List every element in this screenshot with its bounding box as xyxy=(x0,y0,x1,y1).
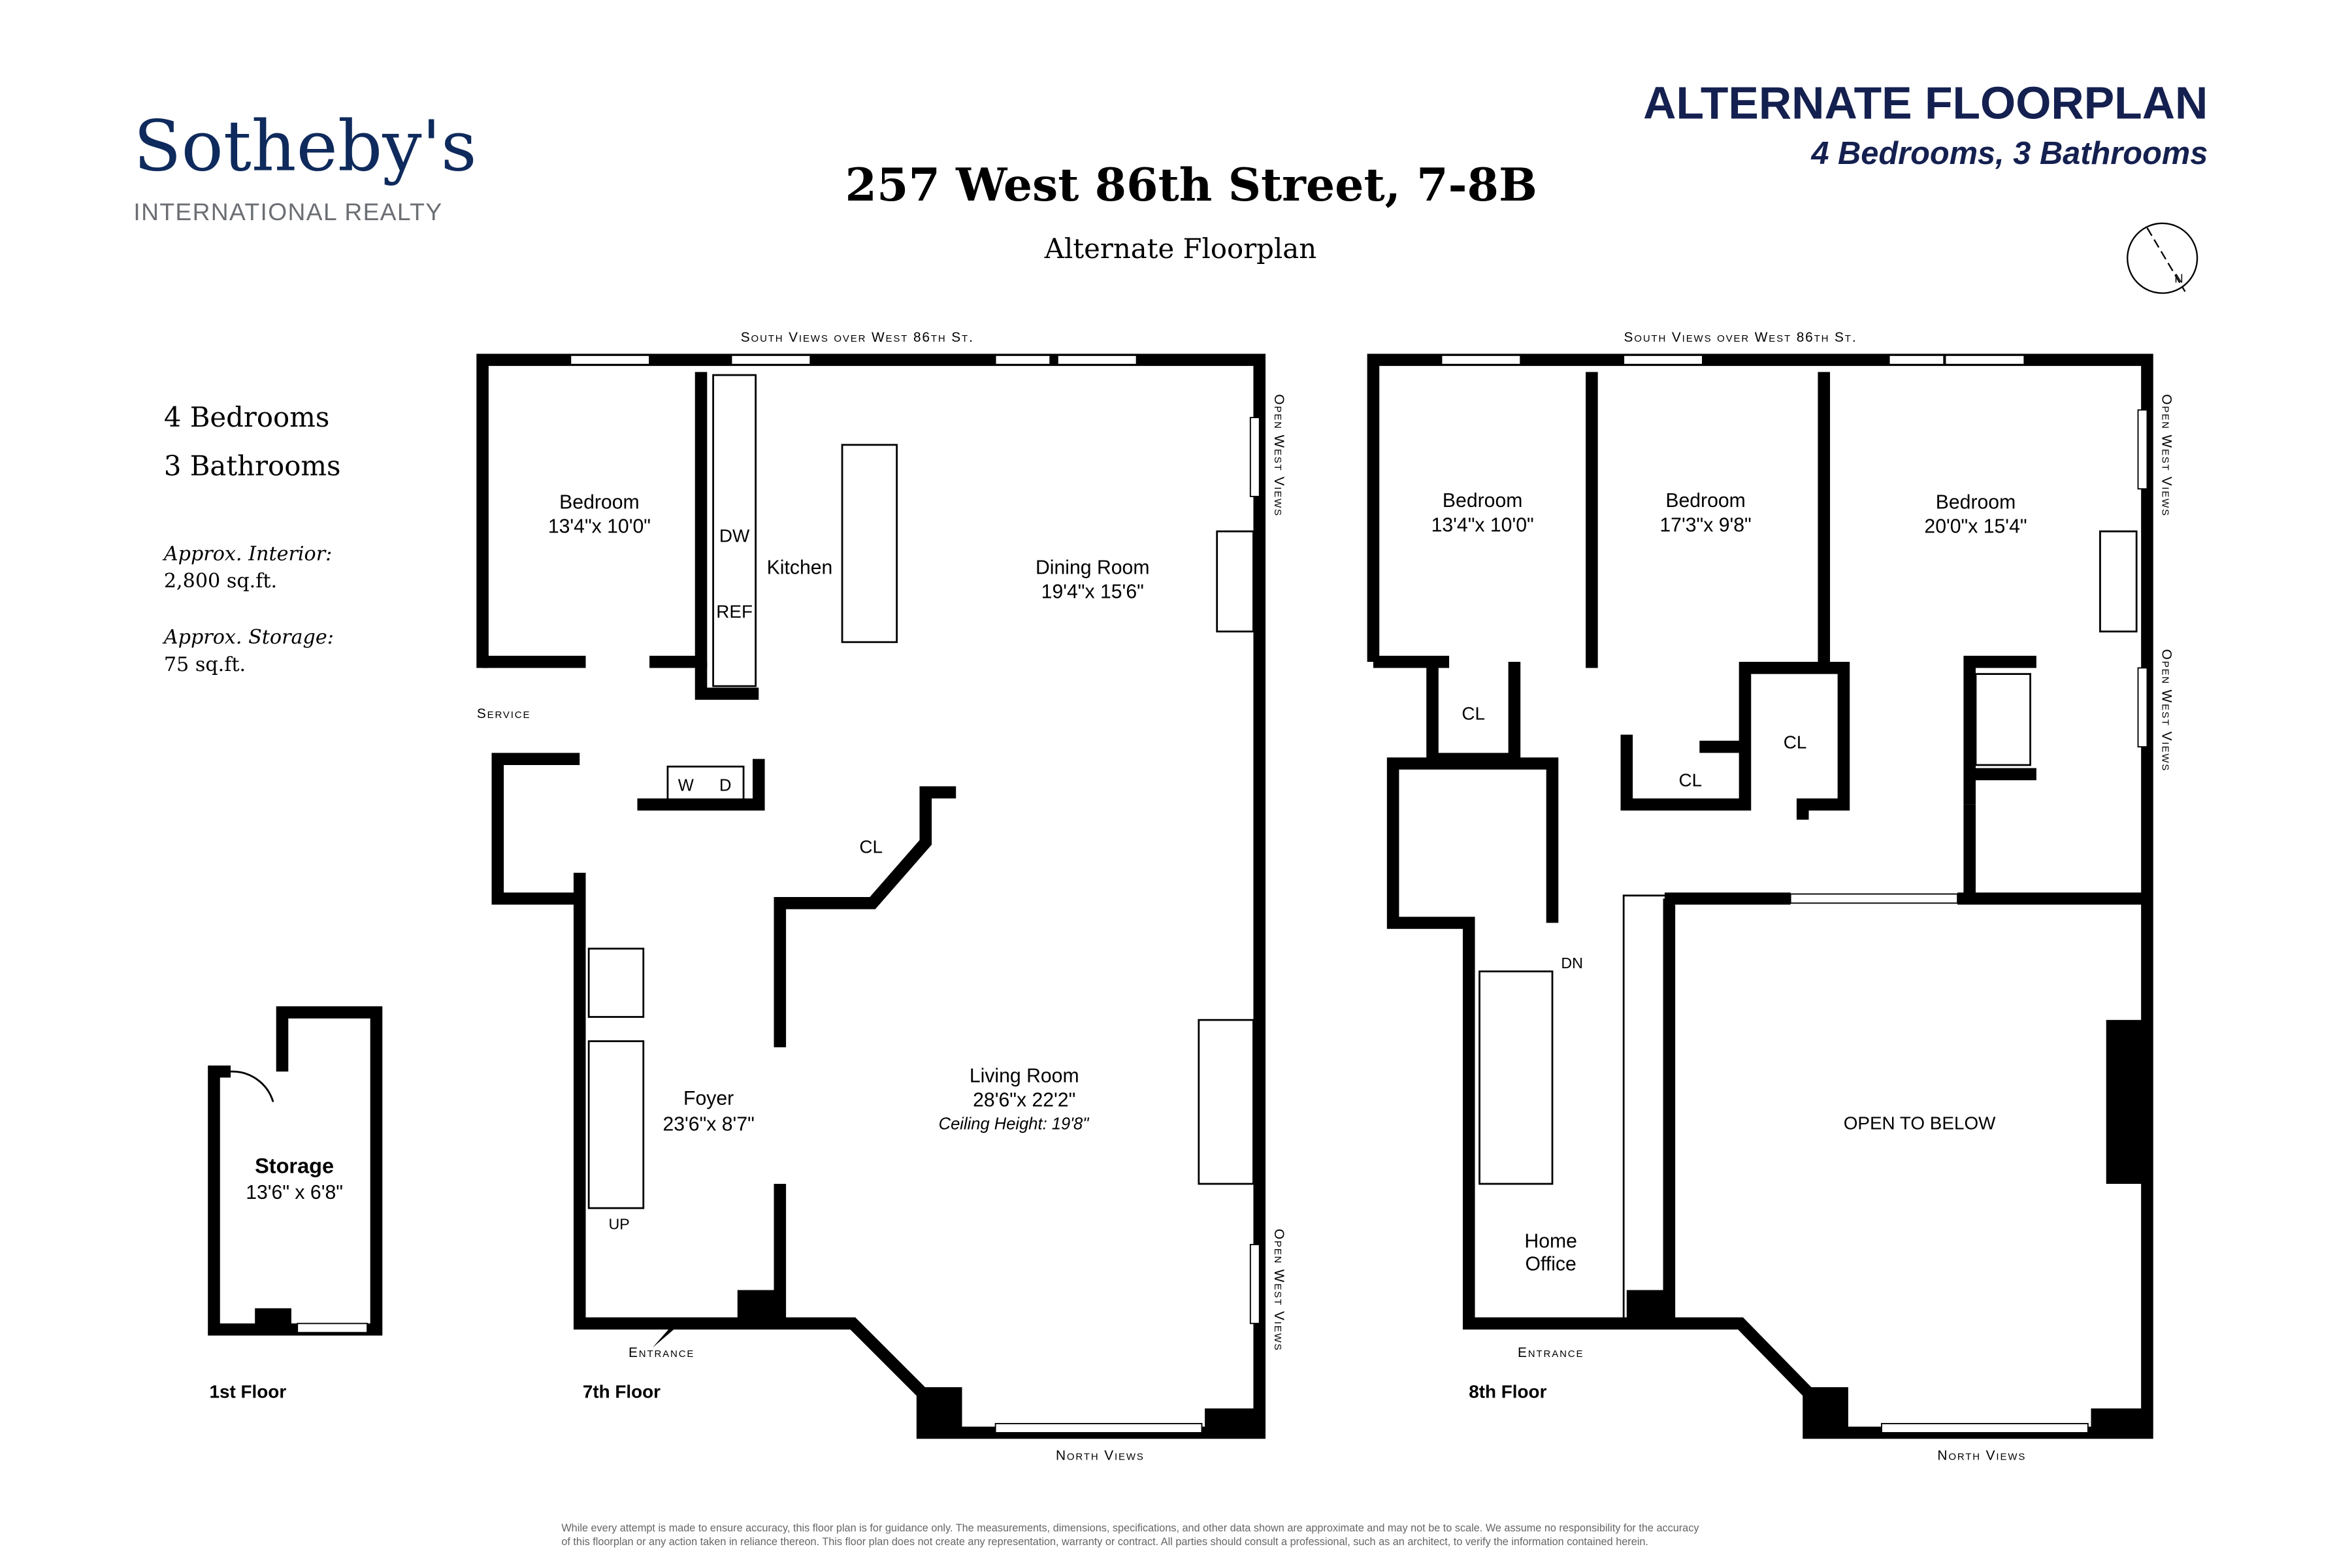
service-label: Service xyxy=(477,706,531,721)
storage-value: 75 sq.ft. xyxy=(164,653,246,676)
closet-3-label: CL xyxy=(1784,732,1807,752)
west-views-label-top: Open West Views xyxy=(1271,394,1286,517)
bedroom-2-dims: 17'3"x 9'8" xyxy=(1659,514,1751,536)
west-views-label-bottom: Open West Views xyxy=(1271,1229,1286,1352)
foyer-dims: 23'6"x 8'7" xyxy=(662,1114,754,1135)
south-views-label: South Views over West 86th St. xyxy=(741,330,974,345)
bedroom-dims: 13'4"x 10'0" xyxy=(548,516,651,538)
bedroom-1-dims: 13'4"x 10'0" xyxy=(1431,514,1534,536)
entrance-label: Entrance xyxy=(1518,1345,1584,1360)
first-floor-plan: Storage 13'6" x 6'8" 1st Floor xyxy=(208,1006,383,1401)
home-office-name-line1: Home xyxy=(1524,1231,1577,1252)
bedroom-3-dims: 20'0"x 15'4" xyxy=(1924,516,2027,538)
open-to-below-label: OPEN TO BELOW xyxy=(1844,1113,1996,1133)
brand-logo: Sotheby's xyxy=(133,106,476,188)
storage-room-dims: 13'6" x 6'8" xyxy=(246,1182,343,1203)
interior-label: Approx. Interior: xyxy=(162,542,333,565)
living-room-dims: 28'6"x 22'2" xyxy=(973,1090,1075,1111)
bedrooms-count: 4 Bedrooms xyxy=(164,401,329,433)
foyer-name: Foyer xyxy=(683,1088,734,1109)
west-views-label-bottom: Open West Views xyxy=(2159,649,2174,772)
bedroom-name: Bedroom xyxy=(559,491,639,513)
first-floor-label: 1st Floor xyxy=(210,1381,287,1401)
bedroom-2-name: Bedroom xyxy=(1665,490,1746,512)
refrigerator-label: REF xyxy=(716,602,753,622)
page-subtitle: Alternate Floorplan xyxy=(1044,233,1316,265)
compass-label: N xyxy=(2174,271,2183,285)
disclaimer-line-2: of this floorplan or any action taken in… xyxy=(561,1536,1648,1548)
storage-label: Approx. Storage: xyxy=(162,626,334,649)
disclaimer-line-1: While every attempt is made to ensure ac… xyxy=(561,1522,1699,1534)
west-views-label-top: Open West Views xyxy=(2159,394,2174,517)
dining-room-name: Dining Room xyxy=(1036,557,1150,578)
dishwasher-label: DW xyxy=(719,526,750,546)
eighth-floor-plan: South Views over West 86th St. Bedroom 1… xyxy=(1367,330,2174,1463)
closet-label: CL xyxy=(859,837,883,857)
brand-tagline: INTERNATIONAL REALTY xyxy=(133,198,442,225)
stairs-down-label: DN xyxy=(1561,955,1583,972)
kitchen-name: Kitchen xyxy=(767,557,833,578)
seventh-floor-label: 7th Floor xyxy=(583,1381,661,1401)
storage-room-name: Storage xyxy=(255,1154,334,1178)
closet-1-label: CL xyxy=(1462,703,1485,723)
interior-value: 2,800 sq.ft. xyxy=(164,570,277,593)
north-views-label: North Views xyxy=(1937,1448,2026,1463)
eighth-floor-label: 8th Floor xyxy=(1469,1381,1546,1401)
living-room-name: Living Room xyxy=(970,1065,1079,1086)
entrance-label: Entrance xyxy=(629,1345,694,1360)
alternate-subtitle: 4 Bedrooms, 3 Bathrooms xyxy=(1810,136,2208,171)
bedroom-3-name: Bedroom xyxy=(1936,491,2016,513)
seventh-floor-plan: South Views over West 86th St. Bedroom 1… xyxy=(476,330,1286,1463)
bedroom-1-name: Bedroom xyxy=(1443,490,1523,512)
south-views-label: South Views over West 86th St. xyxy=(1624,330,1857,345)
north-views-label: North Views xyxy=(1056,1448,1145,1463)
washer-label: W xyxy=(678,776,694,794)
dining-room-dims: 19'4"x 15'6" xyxy=(1041,581,1144,602)
dryer-label: D xyxy=(719,776,731,794)
ceiling-height: Ceiling Height: 19'8" xyxy=(939,1115,1090,1133)
page-title: 257 West 86th Street, 7-8B xyxy=(845,159,1537,212)
alternate-title: ALTERNATE FLOORPLAN xyxy=(1643,78,2208,129)
stairs-up-label: UP xyxy=(608,1216,629,1233)
home-office-name-line2: Office xyxy=(1526,1253,1576,1275)
bathrooms-count: 3 Bathrooms xyxy=(164,449,341,482)
closet-2-label: CL xyxy=(1679,770,1703,790)
north-arrow-compass-icon: N xyxy=(2127,222,2198,294)
